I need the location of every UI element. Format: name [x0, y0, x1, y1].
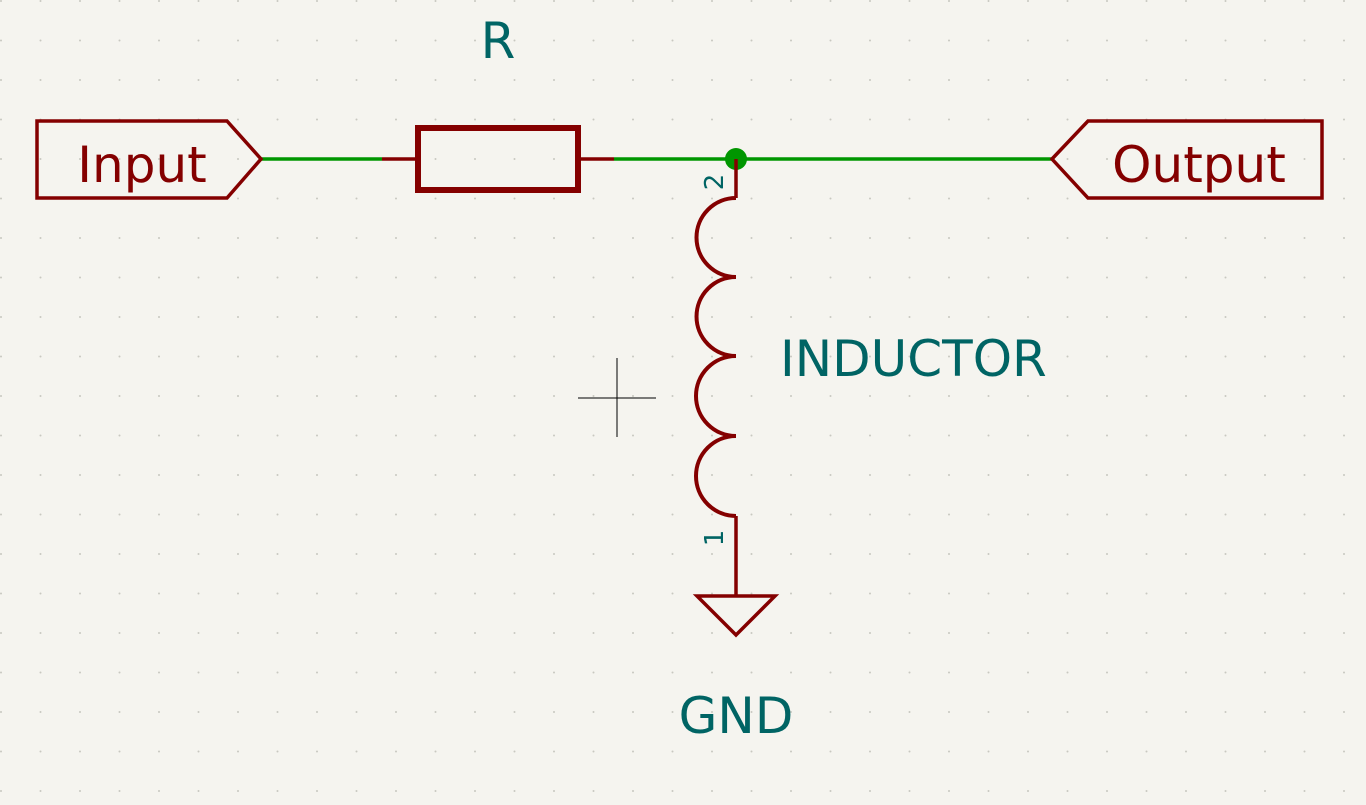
output-label-text: Output — [1112, 136, 1286, 194]
crosshair-cursor-icon — [578, 358, 656, 437]
inductor-pin-1: 1 — [700, 530, 730, 547]
ground-symbol[interactable] — [692, 594, 780, 638]
resistor-symbol[interactable] — [382, 125, 614, 193]
inductor-pin-2: 2 — [700, 174, 730, 191]
input-label-text: Input — [77, 136, 206, 194]
input-label[interactable]: Input — [35, 119, 264, 200]
output-label[interactable]: Output — [1049, 119, 1324, 200]
inductor-reference[interactable]: INDUCTOR — [780, 330, 1047, 388]
ground-reference[interactable]: GND — [679, 687, 794, 745]
resistor-reference[interactable]: R — [481, 12, 516, 70]
inductor-symbol[interactable] — [694, 159, 738, 596]
